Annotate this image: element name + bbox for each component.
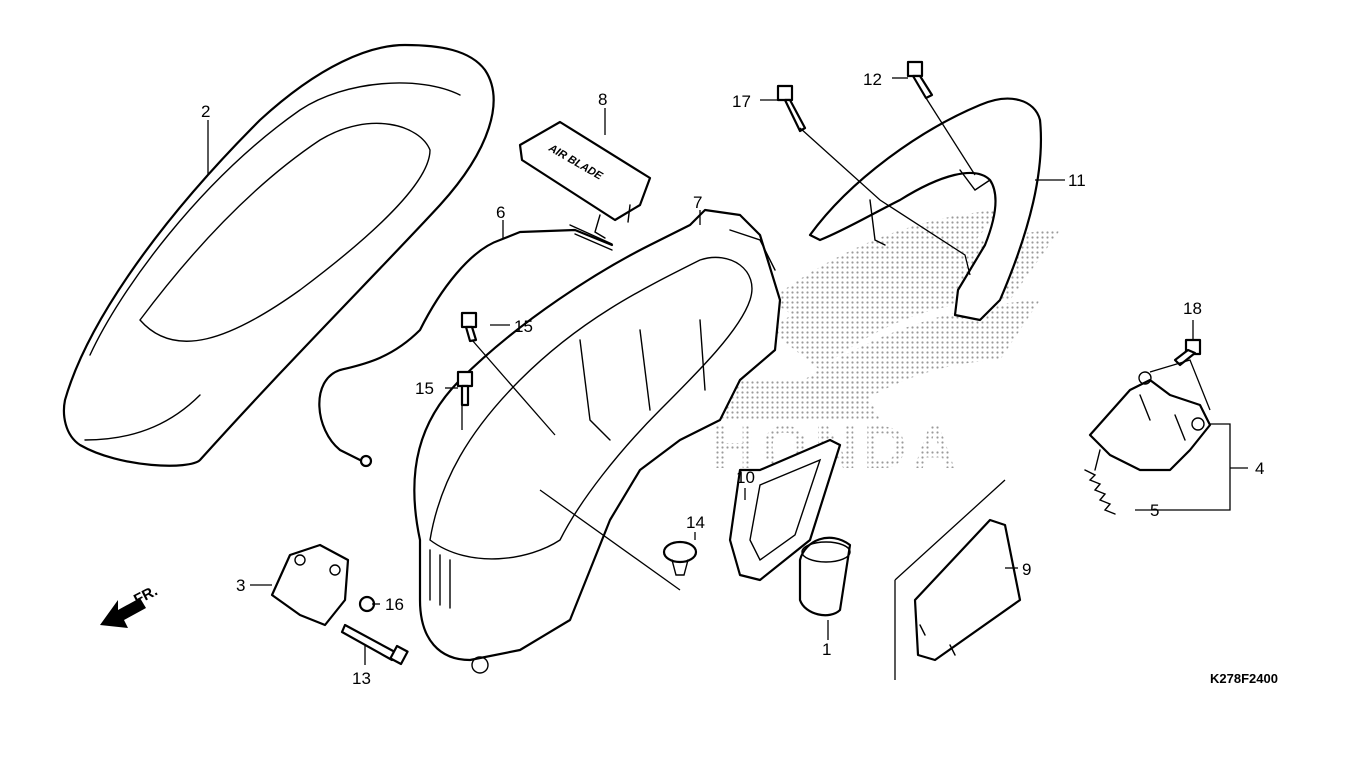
callout-18: 18 bbox=[1183, 299, 1202, 318]
luggage-box bbox=[413, 208, 782, 674]
spring bbox=[1084, 469, 1116, 515]
callout-13: 13 bbox=[352, 669, 371, 688]
callout-2: 2 bbox=[201, 102, 210, 121]
callout-14: 14 bbox=[686, 513, 705, 532]
callout-10: 10 bbox=[736, 468, 755, 487]
callout-5: 5 bbox=[1150, 501, 1159, 520]
seat-catch bbox=[1088, 371, 1212, 472]
callout-16: 16 bbox=[385, 595, 404, 614]
callout-3: 3 bbox=[236, 576, 245, 595]
seat-lock-cable bbox=[318, 224, 614, 468]
callout-15-lower: 15 bbox=[415, 379, 434, 398]
bracket bbox=[270, 543, 350, 627]
nut bbox=[358, 595, 376, 613]
diagram-code: K278F2400 bbox=[1210, 671, 1278, 686]
air-blade-emblem-plate: AIR BLADE bbox=[518, 120, 652, 239]
cup-holder bbox=[798, 536, 852, 617]
callout-9: 9 bbox=[1022, 560, 1031, 579]
callout-15-upper: 15 bbox=[514, 317, 533, 336]
bolt-15-lower bbox=[456, 370, 474, 407]
rear-grab-rail bbox=[808, 97, 1043, 322]
bolt-15-upper bbox=[460, 311, 478, 343]
callout-7: 7 bbox=[693, 193, 702, 212]
cap bbox=[662, 540, 698, 576]
long-bolt bbox=[340, 623, 409, 666]
callout-6: 6 bbox=[496, 203, 505, 222]
front-direction-arrow: FR. bbox=[100, 582, 160, 628]
lid-part bbox=[728, 438, 842, 582]
bolt-12 bbox=[906, 60, 934, 100]
callout-12: 12 bbox=[863, 70, 882, 89]
leader-lines bbox=[207, 77, 1248, 665]
callout-17: 17 bbox=[732, 92, 751, 111]
seat-part bbox=[62, 43, 495, 467]
callout-11: 11 bbox=[1068, 171, 1086, 190]
bolt-18 bbox=[1173, 338, 1202, 367]
cover-plate bbox=[894, 479, 1022, 680]
callout-8: 8 bbox=[598, 90, 607, 109]
bolt-17 bbox=[776, 84, 807, 133]
callout-1: 1 bbox=[822, 640, 831, 659]
callout-4: 4 bbox=[1255, 459, 1264, 478]
